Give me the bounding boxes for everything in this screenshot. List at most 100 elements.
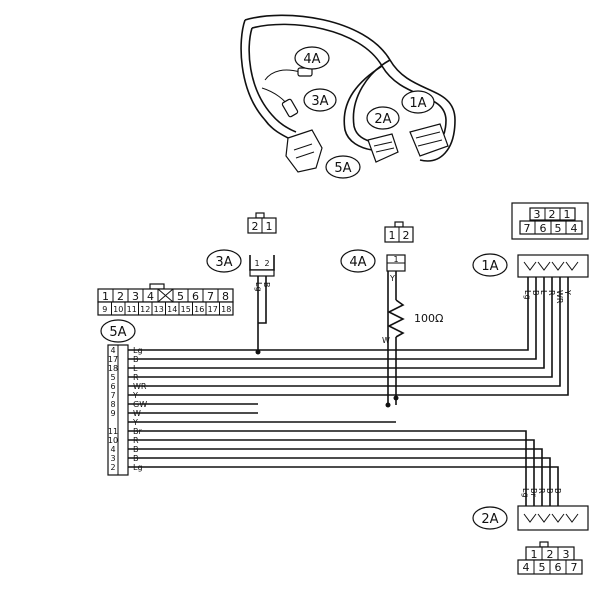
c1a-wire-code: Lg — [523, 290, 532, 300]
c1a-wire-code: R — [547, 290, 556, 296]
c3a-wire-code: B — [262, 282, 271, 288]
c5a-wire-code: B — [133, 454, 139, 463]
c5a-wire-code: R — [133, 436, 139, 445]
c5a-wire-code: WR — [133, 382, 147, 391]
wire — [128, 277, 569, 396]
c1a-face-pin: 1 — [564, 208, 571, 221]
c4a-face-pin: 2 — [403, 229, 410, 242]
connector-2a-face: 1 2 3 4 5 6 7 — [517, 541, 583, 575]
harness-callout-5a: 5A — [334, 161, 351, 176]
wire — [128, 457, 551, 506]
wire — [128, 277, 545, 369]
wire — [128, 448, 543, 506]
c5a-pin-number: 5 — [110, 373, 115, 382]
c5a-pin-number: 10 — [108, 436, 118, 445]
c2a-face-pin: 1 — [531, 548, 538, 561]
wire — [258, 276, 267, 324]
c5a-face-pin: 10 — [113, 305, 123, 314]
c2a-face-pin: 6 — [555, 561, 562, 574]
c1a-face-pin: 6 — [540, 222, 547, 235]
harness-callout-3a: 3A — [311, 94, 328, 109]
splice-dot — [385, 402, 391, 408]
c1a-face-pin: 5 — [555, 222, 562, 235]
c5a-face-pin: 7 — [207, 290, 214, 303]
wire — [128, 277, 561, 387]
c5a-pin-number: 7 — [110, 391, 115, 400]
c5a-face-pin: 11 — [127, 305, 137, 314]
harness-callout-1a: 1A — [409, 96, 426, 111]
c2a-face-pin: 5 — [539, 561, 546, 574]
callout-1a: 1A — [481, 259, 498, 274]
svg-text:1: 1 — [393, 255, 398, 264]
svg-text:2: 2 — [264, 259, 269, 268]
c5a-wire-code: Br — [133, 427, 142, 436]
resistor-value: 100Ω — [414, 312, 443, 325]
c2a-face-pin: 7 — [571, 561, 578, 574]
c5a-pin-number: 3 — [110, 454, 115, 463]
connector-3a-face: 2 1 — [247, 212, 277, 234]
c5a-face-pin: 16 — [194, 305, 204, 314]
connector-4a-face: 1 2 — [384, 221, 414, 243]
c5a-wire-code: GW — [133, 400, 147, 409]
c3a-face-pin: 1 — [266, 220, 273, 233]
schematic-connector-1a — [517, 254, 589, 278]
c3a-wire-code: Lg — [254, 282, 263, 292]
c5a-wire-code: L — [133, 364, 138, 373]
c1a-face-pin: 2 — [549, 208, 556, 221]
c3a-face-pin: 2 — [252, 220, 259, 233]
c5a-pin-number: 2 — [110, 463, 115, 472]
schematic-connector-4a: 1 — [386, 254, 406, 272]
c5a-wire-code: R — [133, 373, 139, 382]
wire — [128, 277, 529, 351]
c4a-face-pin: 1 — [389, 229, 396, 242]
c5a-face-pin: 13 — [154, 305, 164, 314]
c1a-face-pin: 4 — [571, 222, 578, 235]
c5a-pin-number: 18 — [108, 364, 118, 373]
harness-callout-4a: 4A — [303, 52, 320, 67]
c4a-wire-code: Y — [389, 274, 395, 283]
c5a-face-pin: 18 — [221, 305, 231, 314]
c5a-face-pin: 2 — [117, 290, 124, 303]
callout-3a: 3A — [215, 255, 232, 270]
c5a-face-pin: 17 — [208, 305, 218, 314]
c5a-pin-number: 4 — [110, 445, 115, 454]
c5a-face-pin: 4 — [147, 290, 154, 303]
schematic-connector-2a — [517, 505, 589, 531]
c5a-wire-code: Y — [132, 391, 138, 400]
splice-dot — [255, 349, 261, 355]
c5a-face-pin: 3 — [132, 290, 139, 303]
harness-callout-2a: 2A — [374, 112, 391, 127]
wire — [128, 466, 559, 506]
c2a-face-pin: 2 — [547, 548, 554, 561]
c5a-pin-number: 8 — [110, 400, 115, 409]
callout-2a: 2A — [481, 512, 498, 527]
callout-4a: 4A — [349, 255, 366, 270]
resistor-wire-code: W — [382, 336, 390, 345]
c5a-wire-code: Y — [132, 418, 138, 427]
c5a-wire-code: B — [133, 445, 139, 454]
c5a-face-pin: 8 — [222, 290, 229, 303]
c5a-wire-code: W — [133, 409, 141, 418]
c2a-face-pin: 4 — [523, 561, 530, 574]
c5a-face-pin: 15 — [181, 305, 191, 314]
c5a-pin-number: 17 — [108, 355, 118, 364]
wire — [128, 277, 553, 378]
svg-text:1: 1 — [254, 259, 259, 268]
harness-illustration: 4A 3A 2A 1A 5A — [240, 14, 456, 179]
schematic-connector-5a — [107, 344, 129, 476]
callout-5a: 5A — [109, 325, 126, 340]
connector-1a-face: 3 2 1 7 6 5 4 — [511, 202, 589, 240]
c1a-wire-code: L — [539, 290, 548, 295]
c5a-wire-code: Lg — [133, 463, 143, 472]
c1a-wire-code: WR — [555, 290, 564, 304]
c5a-face-blank — [157, 288, 174, 303]
c2a-wire-code: Br — [529, 488, 538, 497]
c1a-face-pin: 3 — [534, 208, 541, 221]
wire — [128, 277, 537, 360]
c5a-wire-code: B — [133, 355, 139, 364]
c1a-face-pin: 7 — [524, 222, 531, 235]
